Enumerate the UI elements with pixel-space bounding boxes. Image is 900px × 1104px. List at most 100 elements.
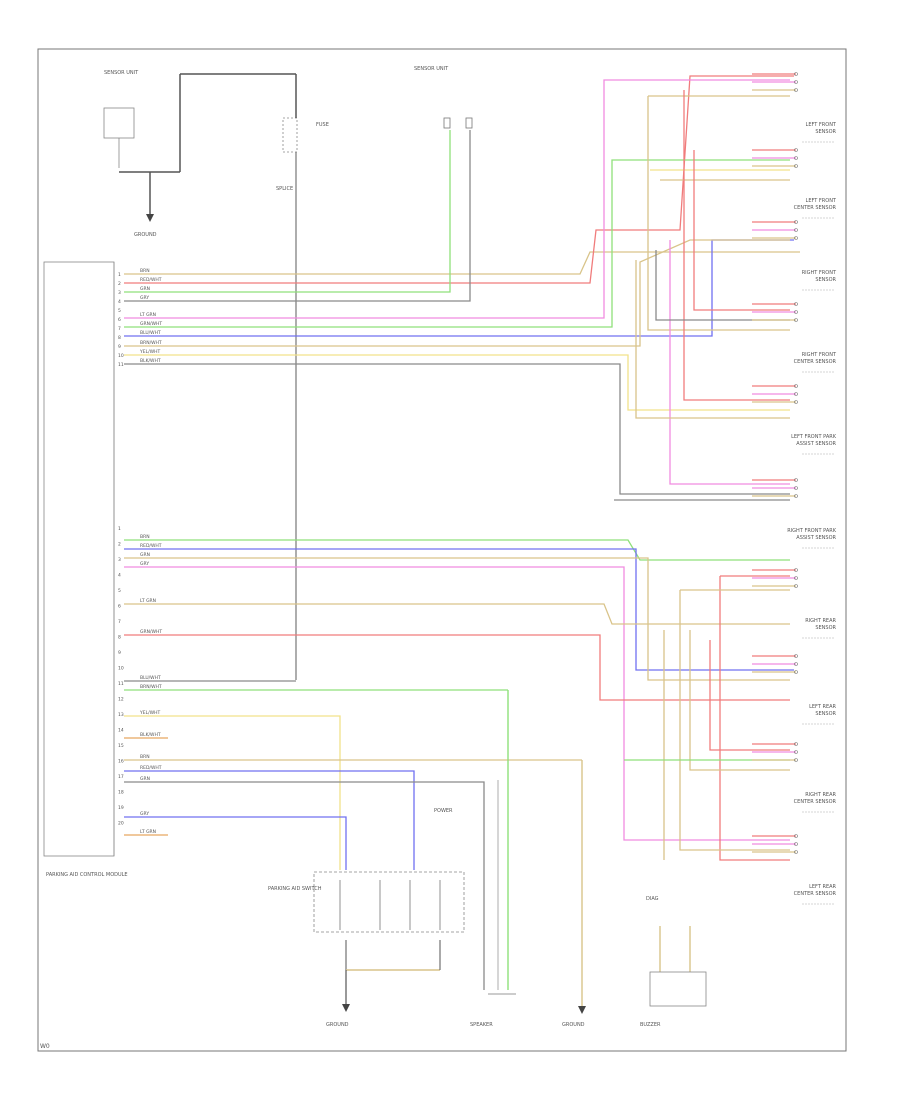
sensor-label: LEFT FRONT [806,198,837,204]
switch-label: PARKING AID SWITCH [268,886,322,892]
sensor-pin [794,220,798,224]
sensor-label: CENTER SENSOR [794,799,837,805]
module-pin-top: 6 [118,317,121,323]
sensor-pin [794,662,798,666]
sensor-label: RIGHT FRONT [802,270,837,276]
sensor-pin [794,80,798,84]
ground-top-label: GROUND [134,232,157,238]
sensor-label: CENTER SENSOR [794,891,837,897]
wire-label: BRN [140,534,150,540]
wire-label: BRN/WHT [140,340,162,346]
module-pin-bottom: 19 [118,805,124,811]
sensor-pin [794,228,798,232]
wire-rear [689,630,790,771]
wire-top [124,363,790,495]
control-module-label: PARKING AID CONTROL MODULE [46,872,128,878]
wire-bottom [124,781,485,990]
wire-label: BRN [140,754,150,760]
wire-top [124,159,790,328]
fuse-block: FUSE SPLICE [276,74,329,680]
module-pin-bottom: 8 [118,635,121,641]
module-pin-top: 11 [118,362,124,368]
module-pin-bottom: 5 [118,588,121,594]
module-pin-bottom: 20 [118,821,124,827]
module-pin-top: 8 [118,335,121,341]
wire-rear [719,576,790,861]
module-pin-bottom: 14 [118,728,124,734]
sensor-pin [794,750,798,754]
sensor-pin [794,842,798,846]
sensor-pin [794,584,798,588]
parking-aid-switch: PARKING AID SWITCH POWER GROUND [268,808,465,1028]
sensor-label: RIGHT REAR [805,792,836,798]
sensor-label: RIGHT REAR [805,618,836,624]
sensor-pin [794,384,798,388]
wire-label: BRN/WHT [140,684,162,690]
wire-label: LT GRN [140,598,156,604]
module-pin-bottom: 3 [118,557,121,563]
top-connector: SENSOR UNIT [414,66,473,129]
module-pin-bottom: 1 [118,526,121,532]
sensor-pin [794,318,798,322]
switch-supply-label: POWER [434,808,453,814]
module-pin-top: 4 [118,299,121,305]
module-pin-bottom: 10 [118,666,124,672]
control-module: PARKING AID CONTROL MODULE [43,261,128,878]
module-pin-top: 9 [118,344,121,350]
wire-top [124,130,451,293]
wire-bottom [124,634,790,701]
wire-label: BLK/WHT [140,732,161,738]
sensor-pin [794,758,798,762]
wire-top [124,251,800,275]
ground-mid: GROUND [562,760,586,1028]
sensor-label: SENSOR [815,625,836,631]
sensor-pin [794,834,798,838]
module-pin-bottom: 15 [118,743,124,749]
module-pin-bottom: 7 [118,619,121,625]
sensor-pin [794,742,798,746]
sensor-pin [794,156,798,160]
module-pin-top: 7 [118,326,121,332]
sensor-pin [794,576,798,580]
sensor-pin [794,310,798,314]
sensor-pin [794,392,798,396]
top-left-sensor: SENSOR UNIT GROUND [103,70,296,238]
buzzer-connector-label: DIAG [646,896,659,902]
sensor-pin [794,478,798,482]
wire-front [683,90,790,401]
module-pin-bottom: 6 [118,604,121,610]
module-pin-bottom: 17 [118,774,124,780]
speaker: SPEAKER [470,690,516,1028]
wire-top [124,354,790,411]
wire-bottom [124,715,341,870]
wire-front [669,240,790,485]
wire-bottom [124,770,415,870]
sensor-pin [794,494,798,498]
sensor-pin [794,654,798,658]
sensor-label: CENTER SENSOR [794,359,837,365]
wire-label: YEL/WHT [139,349,160,355]
fuse-label: FUSE [316,122,329,128]
module-pin-bottom: 9 [118,650,121,656]
wire-rear [679,590,790,851]
wire-label: GRN [140,552,150,558]
fuse-splice-label: SPLICE [276,186,293,192]
sensor-label: LEFT FRONT PARK [791,434,837,440]
sensor-label: SENSOR [815,711,836,717]
sensor-pin [794,164,798,168]
sensor-label: LEFT REAR [809,704,836,710]
module-pin-bottom: 11 [118,681,124,687]
module-pin-bottom: 2 [118,542,121,548]
footer-code: W0 [40,1043,50,1050]
wire-label: BLK/WHT [140,358,161,364]
